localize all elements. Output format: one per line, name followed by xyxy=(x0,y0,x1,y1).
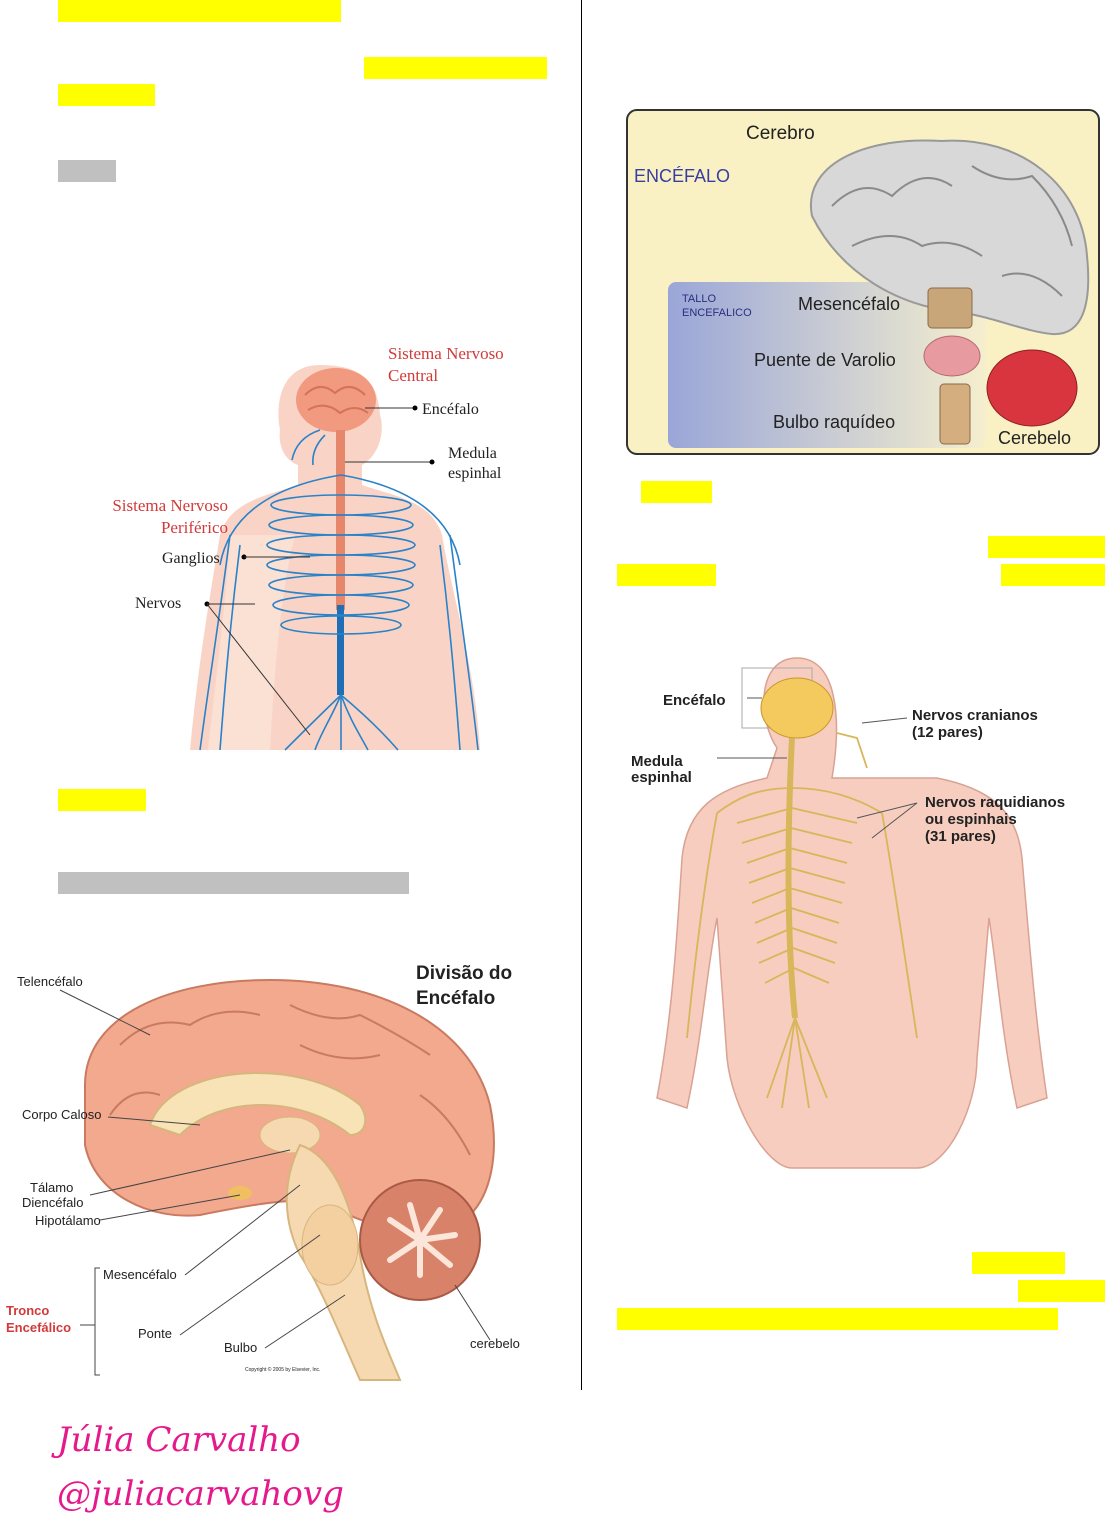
label-peripheral-2: Periférico xyxy=(161,518,228,537)
label-talamo: Tálamo xyxy=(30,1180,73,1195)
column-divider xyxy=(581,0,582,1390)
redacted-bar xyxy=(58,160,116,182)
highlight-bar xyxy=(988,536,1105,558)
label-medula-1: Medula xyxy=(448,445,497,462)
label-telencefalo: Telencéfalo xyxy=(17,974,83,989)
label-raquidianos-2: ou espinhais xyxy=(925,811,1017,828)
label-bulbo: Bulbo xyxy=(224,1340,257,1355)
brain-division-title-1: Divisão do xyxy=(416,963,512,984)
label-tronco-2: Encefálico xyxy=(6,1320,71,1335)
label-tallo-2: ENCEFALICO xyxy=(682,307,752,319)
label-cerebelo: cerebelo xyxy=(470,1336,520,1351)
spinal-nerves-diagram: Encéfalo Medula espinhal Nervos craniano… xyxy=(631,657,1065,1169)
label-central-2: Central xyxy=(388,366,438,385)
label-raquidianos-3: (31 pares) xyxy=(925,828,996,845)
brain-division-diagram: Telencéfalo Corpo Caloso Tálamo Diencéfa… xyxy=(6,963,520,1381)
highlight-bar xyxy=(617,564,716,586)
highlight-bar xyxy=(58,789,146,811)
encefalo-diagram: Cerebro ENCÉFALO TALLO ENCEFALICO Mesenc… xyxy=(626,109,1100,455)
highlight-bar xyxy=(617,1308,1058,1330)
label-medula-1: Medula xyxy=(631,753,683,770)
label-tronco-1: Tronco xyxy=(6,1303,49,1318)
label-puente: Puente de Varolio xyxy=(754,350,896,370)
highlight-bar xyxy=(1018,1280,1105,1302)
label-cerebelo: Cerebelo xyxy=(998,428,1071,448)
highlight-bar xyxy=(972,1252,1065,1274)
highlight-bar xyxy=(641,481,712,503)
label-nervos: Nervos xyxy=(135,595,181,612)
highlight-bar xyxy=(364,57,547,79)
author-signature-name: Júlia Carvalho xyxy=(57,1420,301,1460)
highlight-bar xyxy=(58,0,341,22)
label-encefalo: Encéfalo xyxy=(663,692,726,709)
copyright-note: Copyright © 2005 by Elsevier, Inc. xyxy=(245,1366,320,1373)
label-cranianos-2: (12 pares) xyxy=(912,724,983,741)
nervous-system-diagram: Sistema Nervoso Central Encéfalo Medula … xyxy=(112,344,504,751)
label-medula-2: espinhal xyxy=(631,769,692,786)
label-central-1: Sistema Nervoso xyxy=(388,344,504,363)
label-encefalo: Encéfalo xyxy=(422,401,479,418)
label-tallo-1: TALLO xyxy=(682,293,716,305)
author-signature-handle: @juliacarvahovg xyxy=(57,1474,344,1514)
label-ponte: Ponte xyxy=(138,1326,172,1341)
highlight-bar xyxy=(58,84,155,106)
brain-division-title-2: Encéfalo xyxy=(416,988,495,1009)
label-mesencefalo: Mesencéfalo xyxy=(103,1267,177,1282)
redacted-bar xyxy=(58,872,409,894)
label-raquidianos-1: Nervos raquidianos xyxy=(925,794,1065,811)
label-medula-2: espinhal xyxy=(448,465,502,482)
label-bulbo: Bulbo raquídeo xyxy=(773,412,895,432)
label-cerebro: Cerebro xyxy=(746,123,815,144)
label-encefalo: ENCÉFALO xyxy=(634,166,730,186)
highlight-bar xyxy=(1001,564,1105,586)
label-corpo-caloso: Corpo Caloso xyxy=(22,1107,102,1122)
label-mesencefalo: Mesencéfalo xyxy=(798,294,900,314)
label-cranianos-1: Nervos cranianos xyxy=(912,707,1038,724)
label-peripheral-1: Sistema Nervoso xyxy=(112,496,228,515)
label-hipotalamo: Hipotálamo xyxy=(35,1213,101,1228)
label-diencefalo: Diencéfalo xyxy=(22,1195,83,1210)
label-ganglios: Ganglios xyxy=(162,550,220,567)
